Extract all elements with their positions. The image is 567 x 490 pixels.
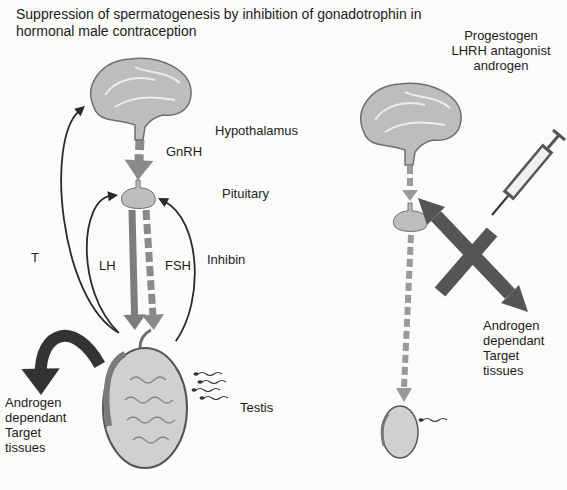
hormone-arrow [158, 198, 195, 341]
node-label: Androgen dependant Target tissues [5, 395, 77, 455]
hypothalamus-shape [85, 55, 195, 140]
edge-label: T [30, 250, 40, 265]
arrow-head [123, 314, 145, 330]
arrow-head [21, 368, 59, 395]
arrow-head [158, 198, 169, 207]
testis-drawing [382, 406, 447, 458]
arrow-head [396, 388, 412, 402]
arrow-head [74, 106, 85, 116]
hypothalamus-node: Hypothalamus [85, 55, 195, 140]
arrow-head [402, 190, 418, 201]
testis-shape [95, 330, 190, 470]
connector-line [87, 196, 119, 333]
connector-line [146, 210, 153, 318]
connector-line [61, 111, 119, 333]
target-tissue-node: Androgen dependant Target tissues [483, 318, 563, 378]
target-tissue-node: Androgen dependant Target tissues [5, 395, 77, 455]
drug-label: Progestogen LHRH antagonist androgen [448, 28, 554, 73]
arrow-head [125, 160, 154, 180]
node-label: Pituitary [222, 186, 269, 201]
hormone-arrow [61, 106, 119, 333]
sperm-cells [196, 373, 228, 400]
edge-label: Inhibin [206, 252, 246, 267]
hormone-arrow [142, 210, 164, 330]
androgen-arrow [21, 336, 99, 395]
blocking-arrows [418, 198, 528, 312]
edge-label: LH [98, 258, 117, 273]
hormone-arrow [123, 210, 145, 330]
node-label: Testis [240, 400, 273, 415]
node-label: Hypothalamus [215, 123, 298, 138]
suppressed-arrow [407, 166, 413, 190]
suppressed-arrow [404, 235, 411, 388]
arrow-head [107, 191, 118, 201]
edge-label: GnRH [165, 144, 203, 159]
arrow-head [142, 314, 164, 330]
hormone-arrow [87, 191, 119, 332]
node-label: Androgen dependant Target tissues [483, 318, 563, 378]
pituitary-shape [118, 180, 158, 210]
syringe [492, 130, 565, 215]
edge-label: FSH [164, 258, 192, 273]
testis-node: Testis [95, 330, 190, 470]
diagram-title: Suppression of spermatogenesis by inhibi… [16, 6, 476, 40]
sperm-heads [192, 372, 205, 400]
connector-line [165, 201, 195, 341]
pituitary-node: Pituitary [118, 180, 158, 210]
connector-line [132, 210, 135, 318]
hypothalamus-drawing [361, 83, 461, 165]
hormone-arrow [125, 140, 154, 180]
